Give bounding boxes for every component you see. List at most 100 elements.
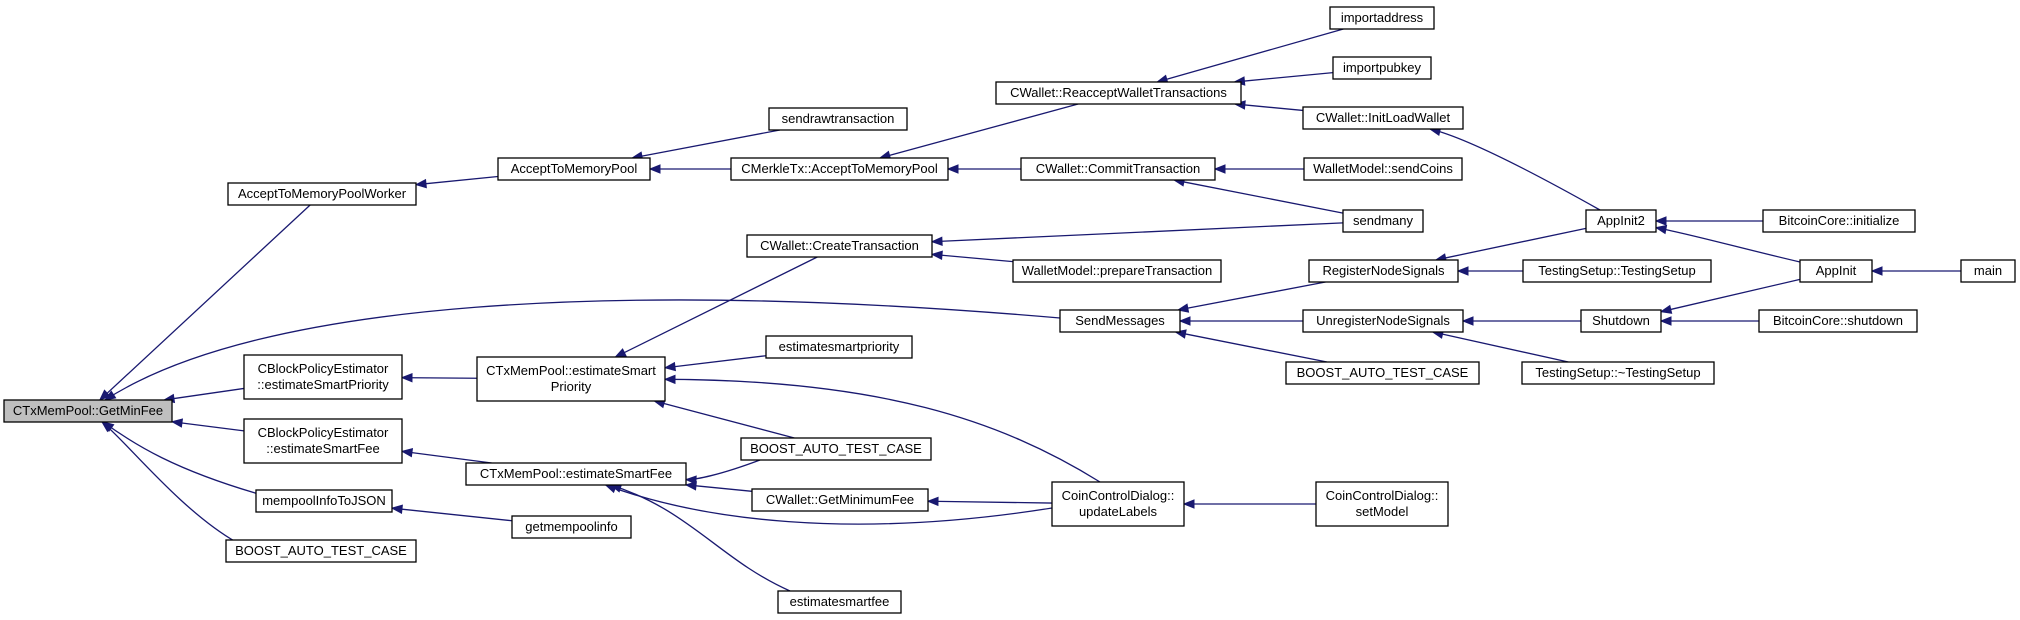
- edge-line: [663, 402, 795, 439]
- node-label: CWallet::ReacceptWalletTransactions: [1010, 85, 1227, 100]
- edge-line: [1442, 333, 1569, 363]
- node-label: CWallet::InitLoadWallet: [1316, 110, 1451, 125]
- edge-regsignals-to-sendmessages: [1176, 281, 1326, 313]
- node-label: AppInit: [1816, 263, 1857, 278]
- node-sendmany[interactable]: sendmany: [1342, 209, 1424, 233]
- node-label: estimatesmartfee: [790, 594, 890, 609]
- node-label: CBlockPolicyEstimator: [258, 425, 389, 440]
- edge-line: [937, 500, 1053, 504]
- edge-cbpe_fee-to-root: [170, 418, 245, 432]
- node-ccd-setmodel[interactable]: CoinControlDialog::setModel: [1315, 481, 1449, 527]
- node-box: [1315, 481, 1449, 527]
- node-appinit[interactable]: AppInit: [1799, 259, 1873, 283]
- arrowhead: [390, 504, 403, 514]
- edge-cbpe_prio-to-root: [162, 387, 245, 404]
- edge-line: [425, 175, 499, 185]
- node-label: TestingSetup::TestingSetup: [1538, 263, 1696, 278]
- node-importaddress[interactable]: importaddress: [1329, 6, 1435, 30]
- node-ts-dtor[interactable]: TestingSetup::~TestingSetup: [1521, 361, 1715, 385]
- edge-line: [889, 103, 1079, 156]
- edge-commit-to-cmerkle: [946, 164, 1021, 174]
- node-label: WalletModel::sendCoins: [1313, 161, 1453, 176]
- edge-mempooljson-to-root: [102, 421, 263, 496]
- edge-line: [411, 377, 478, 379]
- node-box: [751, 488, 929, 512]
- node-shutdown[interactable]: Shutdown: [1580, 309, 1662, 333]
- node-root[interactable]: CTxMemPool::GetMinFee: [3, 399, 173, 423]
- edge-line: [401, 508, 513, 522]
- node-preparetx[interactable]: WalletModel::prepareTransaction: [1012, 259, 1222, 283]
- node-label: CTxMemPool::GetMinFee: [13, 403, 163, 418]
- node-label: importpubkey: [1343, 60, 1422, 75]
- node-label: ::estimateSmartFee: [266, 441, 379, 456]
- node-label: sendmany: [1353, 213, 1413, 228]
- arrowhead: [1461, 316, 1474, 326]
- node-importpubkey[interactable]: importpubkey: [1332, 56, 1432, 80]
- node-ctx-prio[interactable]: CTxMemPool::estimateSmartPriority: [476, 356, 666, 402]
- node-sendcoins[interactable]: WalletModel::sendCoins: [1303, 157, 1463, 181]
- node-estfee[interactable]: estimatesmartfee: [777, 590, 902, 614]
- edge-line: [1183, 181, 1344, 214]
- edge-shutdown-to-unregsignals: [1461, 316, 1581, 326]
- edge-line: [1429, 128, 1601, 211]
- node-reaccept[interactable]: CWallet::ReacceptWalletTransactions: [995, 81, 1242, 105]
- node-main[interactable]: main: [1960, 259, 2016, 283]
- node-label: AppInit2: [1597, 213, 1645, 228]
- node-unregsignals[interactable]: UnregisterNodeSignals: [1302, 309, 1464, 333]
- node-getminfee[interactable]: CWallet::GetMinimumFee: [751, 488, 929, 512]
- node-label: TestingSetup::~TestingSetup: [1535, 365, 1700, 380]
- edge-line: [941, 222, 1344, 242]
- edge-line: [1166, 28, 1344, 80]
- node-box: [1799, 259, 1873, 283]
- edge-importpubkey-to-reaccept: [1233, 72, 1334, 86]
- node-atmp[interactable]: AcceptToMemoryPool: [497, 157, 651, 181]
- node-atmpw[interactable]: AcceptToMemoryPoolWorker: [227, 182, 417, 206]
- node-boost2[interactable]: BOOST_AUTO_TEST_CASE: [740, 437, 932, 461]
- node-ts-ctor[interactable]: TestingSetup::TestingSetup: [1522, 259, 1712, 283]
- arrowhead: [614, 348, 627, 358]
- node-label: getmempoolinfo: [525, 519, 618, 534]
- node-boost3[interactable]: BOOST_AUTO_TEST_CASE: [1285, 361, 1480, 385]
- edge-sendmany-to-createtx: [930, 222, 1344, 246]
- edge-ctx_fee-to-cbpe_fee: [400, 447, 492, 464]
- arrowhead: [414, 178, 427, 189]
- edge-boost3-to-sendmessages: [1174, 329, 1328, 363]
- node-cmerkle[interactable]: CMerkleTx::AcceptToMemoryPool: [730, 157, 949, 181]
- node-ccd-update[interactable]: CoinControlDialog::updateLabels: [1051, 481, 1185, 527]
- edge-line: [674, 355, 767, 368]
- node-getmempoolinfo[interactable]: getmempoolinfo: [511, 515, 632, 539]
- edge-sendmessages-to-root: [103, 299, 1061, 401]
- node-cbpe-prio[interactable]: CBlockPolicyEstimator::estimateSmartPrio…: [243, 354, 403, 400]
- node-cbpe-fee[interactable]: CBlockPolicyEstimator::estimateSmartFee: [243, 418, 403, 464]
- node-box: [227, 182, 417, 206]
- node-label: CoinControlDialog::: [1062, 488, 1175, 503]
- node-bc-shutdown[interactable]: BitcoinCore::shutdown: [1758, 309, 1918, 333]
- edge-line: [1244, 104, 1304, 112]
- edge-cmerkle-to-atmp: [648, 164, 731, 174]
- node-sendraw[interactable]: sendrawtransaction: [768, 107, 908, 131]
- node-boost1[interactable]: BOOST_AUTO_TEST_CASE: [225, 539, 417, 563]
- node-appinit2[interactable]: AppInit2: [1585, 209, 1657, 233]
- node-box: [1332, 56, 1432, 80]
- edge-line: [173, 387, 245, 400]
- edge-bc_init-to-appinit2: [1654, 216, 1763, 226]
- edge-bc_shutdown-to-shutdown: [1659, 316, 1759, 326]
- node-commit[interactable]: CWallet::CommitTransaction: [1020, 157, 1216, 181]
- edge-atmp-to-atmpw: [414, 175, 499, 189]
- node-regsignals[interactable]: RegisterNodeSignals: [1308, 259, 1459, 283]
- node-sendmessages[interactable]: SendMessages: [1059, 309, 1181, 333]
- edge-line: [1445, 227, 1587, 259]
- node-initload[interactable]: CWallet::InitLoadWallet: [1302, 106, 1464, 130]
- edge-line: [106, 204, 311, 394]
- node-box: [1308, 259, 1459, 283]
- node-box: [1329, 6, 1435, 30]
- node-ctx-fee[interactable]: CTxMemPool::estimateSmartFee: [465, 462, 687, 486]
- edge-initload-to-reaccept: [1233, 100, 1304, 112]
- node-label: importaddress: [1341, 10, 1424, 25]
- node-box: [243, 354, 403, 400]
- node-label: BitcoinCore::initialize: [1779, 213, 1900, 228]
- node-createtx[interactable]: CWallet::CreateTransaction: [746, 234, 933, 258]
- node-estprio[interactable]: estimatesmartpriority: [765, 335, 913, 359]
- node-bc-init[interactable]: BitcoinCore::initialize: [1762, 209, 1916, 233]
- node-mempooljson[interactable]: mempoolInfoToJSON: [255, 489, 393, 513]
